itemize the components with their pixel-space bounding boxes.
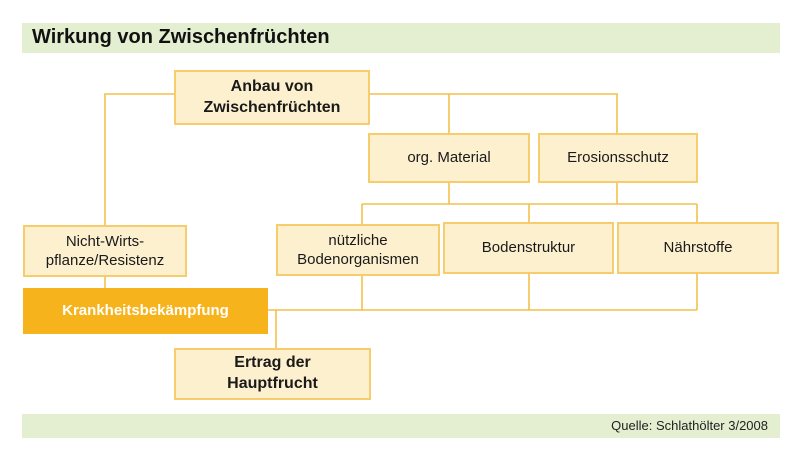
node-erosionsschutz: Erosionsschutz [538, 133, 698, 183]
node-krankheitsbekaempfung: Krankheitsbekämpfung [23, 288, 268, 334]
source-note: Quelle: Schlathölter 3/2008 [611, 418, 768, 433]
node-bodenstruktur: Bodenstruktur [443, 222, 614, 274]
node-anbau: Anbau von Zwischenfrüchten [174, 70, 370, 125]
node-org-material: org. Material [368, 133, 530, 183]
node-naehrstoffe: Nährstoffe [617, 222, 779, 274]
node-nicht-wirts: Nicht-Wirts- pflanze/Resistenz [23, 225, 187, 277]
diagram-title: Wirkung von Zwischenfrüchten [32, 26, 330, 48]
node-ertrag: Ertrag der Hauptfrucht [174, 348, 371, 400]
node-bodenorganismen: nützliche Bodenorganismen [276, 224, 440, 276]
connector-anbau-right [370, 93, 618, 133]
footer-band: Quelle: Schlathölter 3/2008 [22, 414, 780, 438]
title-band: Wirkung von Zwischenfrüchten [22, 23, 780, 53]
connector-anbau-nichtwirts [104, 93, 174, 225]
